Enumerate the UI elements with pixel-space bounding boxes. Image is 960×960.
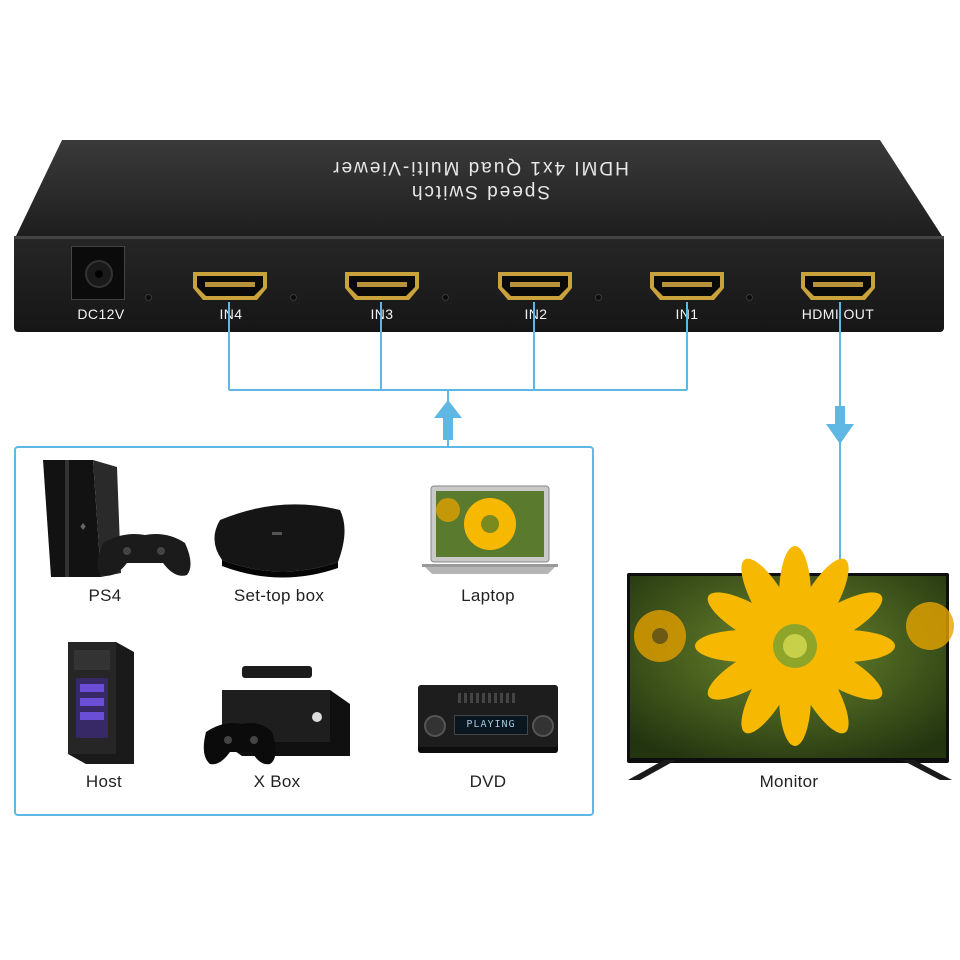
power-label: DC12V — [77, 306, 125, 322]
dvd-display: PLAYING — [454, 715, 528, 735]
dvd-player-icon: PLAYING — [418, 685, 558, 753]
dvd-display-text: PLAYING — [466, 719, 516, 730]
port-label-in3: IN3 — [370, 306, 394, 322]
monitor-icon — [627, 546, 954, 763]
background-flower — [634, 610, 686, 662]
indicator-dot — [145, 294, 152, 301]
source-label-ps4: PS4 — [88, 586, 122, 605]
set-top-box-icon — [214, 504, 345, 578]
input-arrow-icon — [434, 400, 462, 440]
svg-text:♦: ♦ — [80, 519, 86, 533]
source-label-laptop: Laptop — [461, 586, 515, 605]
monitor-stand — [628, 760, 952, 780]
source-label-xbox: X Box — [253, 772, 301, 791]
monitor-screen — [630, 546, 954, 758]
port-label-out: HDMI OUT — [801, 306, 875, 322]
hdmi-switch-device — [14, 140, 944, 332]
device-title-line: HDMI 4x1 Quad Multi-Viewer — [331, 157, 629, 178]
output-arrow-icon — [826, 406, 854, 444]
source-label-dvd: DVD — [469, 772, 507, 791]
power-jack — [71, 246, 125, 300]
port-label-in2: IN2 — [524, 306, 548, 322]
indicator-dot — [442, 294, 449, 301]
power-jack-socket — [85, 260, 113, 288]
monitor-label: Monitor — [759, 772, 819, 791]
indicator-dot — [290, 294, 297, 301]
indicator-dot — [595, 294, 602, 301]
ps4-console-icon: ♦ — [43, 460, 191, 577]
laptop-icon — [422, 485, 558, 574]
indicator-dot — [746, 294, 753, 301]
port-label-in4: IN4 — [219, 306, 243, 322]
hdmi-port-in1 — [650, 272, 724, 300]
source-label-settop: Set-top box — [233, 586, 325, 605]
main-flower — [695, 546, 895, 746]
xbox-console-icon — [203, 666, 350, 765]
device-title: Speed Switch HDMI 4x1 Quad Multi-Viewer — [190, 155, 770, 203]
hdmi-port-in2 — [498, 272, 572, 300]
device-subtitle-line: Speed Switch — [409, 181, 551, 202]
hdmi-port-in4 — [193, 272, 267, 300]
pc-tower-icon — [68, 642, 134, 764]
sources-panel — [14, 446, 594, 816]
source-label-host: Host — [85, 772, 123, 791]
port-label-in1: IN1 — [675, 306, 699, 322]
hdmi-port-in3 — [345, 272, 419, 300]
hdmi-port-out — [801, 272, 875, 300]
